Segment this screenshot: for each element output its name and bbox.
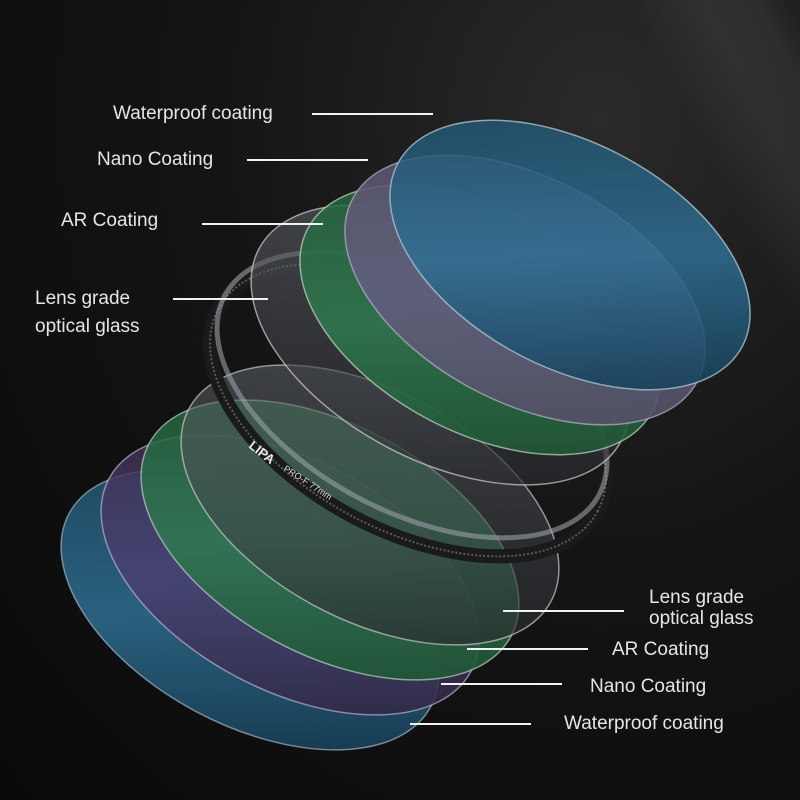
label-top-waterproof: Waterproof coating (113, 103, 273, 124)
label-top-glass-line2: optical glass (35, 316, 140, 337)
label-top-ar: AR Coating (61, 210, 159, 231)
label-top-nano: Nano Coating (97, 149, 214, 170)
label-bottom-nano: Nano Coating (590, 676, 707, 697)
leader-line (202, 223, 323, 225)
label-bottom-waterproof: Waterproof coating (564, 713, 724, 734)
label-bottom-ar: AR Coating (612, 639, 710, 660)
leader-line (312, 113, 433, 115)
leader-line (467, 648, 588, 650)
label-bottom-glass-line1: Lens grade (649, 587, 745, 608)
label-bottom-glass-line2: optical glass (649, 608, 754, 629)
leader-line (247, 159, 368, 161)
label-top-glass-line1: Lens grade (35, 288, 131, 309)
leader-line (173, 298, 268, 300)
top-waterproof-disc (389, 119, 751, 391)
leader-line (441, 683, 562, 685)
leader-line (503, 610, 624, 612)
leader-line (410, 723, 531, 725)
